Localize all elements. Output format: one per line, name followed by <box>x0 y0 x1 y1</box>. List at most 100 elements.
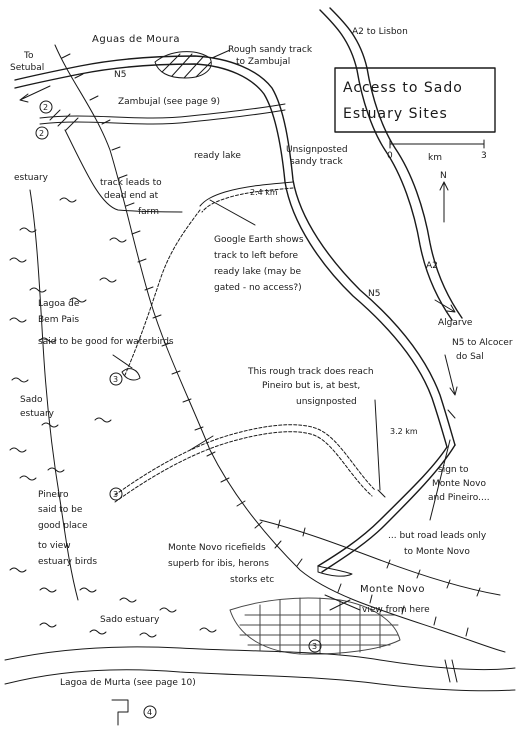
sado-estuary-label-2: estuary <box>20 409 55 419</box>
rough-reach-label-2: Pineiro but is, at best, <box>262 381 360 391</box>
bem-pais-pointer-line <box>112 354 133 369</box>
pineiro-track <box>114 424 376 496</box>
scale-start: 0 <box>387 151 393 161</box>
arrow-alcocer-icon <box>444 354 458 396</box>
unsignposted-label-2: sandy track <box>290 157 344 167</box>
distance-ticks <box>377 409 458 683</box>
ricefields-label-1: Monte Novo ricefields <box>168 543 266 553</box>
unsignposted-track-edge <box>201 187 294 213</box>
scale-unit: km <box>428 153 442 163</box>
site-marker-3c <box>308 639 322 653</box>
ricefields-label-2: superb for ibis, herons <box>168 559 269 569</box>
railway-branch-ticks <box>277 519 481 597</box>
north-arrow-icon <box>439 181 449 223</box>
to-setubal-label-2: Setubal <box>10 63 44 73</box>
scale-end: 3 <box>481 151 487 161</box>
road-only-label-1: ... but road leads only <box>388 531 487 541</box>
pineiro-label-5: estuary birds <box>38 557 97 567</box>
site-marker-2a-label: 2 <box>43 103 48 112</box>
water-marks <box>9 197 217 638</box>
north-label: N <box>440 171 447 181</box>
monte-novo-road <box>321 444 456 573</box>
n5-to-alcocer-label-2: do Sal <box>456 352 484 362</box>
sado-estuary-label-1: Sado <box>20 395 43 405</box>
a2-label: A2 <box>426 261 438 271</box>
murta-lake <box>111 699 129 726</box>
rough-track-label-2: to Zambujal <box>236 57 290 67</box>
sign-label-1: sign to <box>438 465 469 475</box>
railway-line <box>54 44 506 653</box>
sign-label-2: Monte Novo <box>432 479 486 489</box>
a2-to-lisbon-label: A2 to Lisbon <box>352 27 408 37</box>
ricefields-hatch <box>229 597 401 655</box>
lagoa-bem-pais-label-2: Bem Pais <box>38 315 79 325</box>
google-label-4: gated - no access?) <box>214 283 302 293</box>
rough-track-pointer-line <box>211 49 231 59</box>
zambujal-track-edge <box>39 109 286 125</box>
google-label-1: Google Earth shows <box>214 235 304 245</box>
distance-2-4-label: 2.4 km <box>250 188 278 197</box>
estuary-shoreline <box>29 189 79 601</box>
railway-ticks <box>61 53 469 637</box>
arrow-algarve-icon <box>434 299 456 313</box>
zambujal-track <box>39 103 286 119</box>
a2-motorway-edge <box>329 7 463 319</box>
site-marker-3a-label: 3 <box>113 375 118 384</box>
pineiro-track-2 <box>114 431 373 503</box>
pineiro-label-1: Pineiro <box>38 490 69 500</box>
zambujal-label: Zambujal (see page 9) <box>118 97 220 107</box>
rough-reach-label-1: This rough track does reach <box>247 367 374 377</box>
google-label-2: track to left before <box>214 251 299 261</box>
track-dead-end-label-1: track leads to <box>100 178 162 188</box>
title-box <box>334 67 496 133</box>
sign-pointer-line <box>429 439 451 521</box>
google-pointer-line <box>209 199 256 226</box>
n5-top-label: N5 <box>114 70 126 80</box>
rough-reach-label-3: unsignposted <box>296 397 357 407</box>
n5-road-edge <box>14 63 448 448</box>
monte-novo-village <box>317 565 353 577</box>
site-marker-2b <box>35 126 49 140</box>
unsignposted-track <box>199 181 294 207</box>
road-only-label-2: to Monte Novo <box>404 547 470 557</box>
view-pointer-line <box>329 599 351 611</box>
site-marker-3a <box>109 372 123 386</box>
aguas-de-moura-hatch <box>154 51 212 79</box>
track-dead-end-label-2: dead end at <box>104 191 159 201</box>
scale-bar <box>389 139 485 149</box>
bem-pais-track <box>124 209 201 376</box>
ricefields-label-3: storks etc <box>230 575 274 585</box>
google-label-3: ready lake (may be <box>214 267 301 277</box>
site-markers <box>35 100 322 719</box>
bem-pais-lake <box>121 368 141 381</box>
track-pointer-line <box>189 435 214 451</box>
n5-to-alcocer-label-1: N5 to Alcocer <box>452 338 513 348</box>
lower-river-bank <box>4 646 516 671</box>
lower-river-bank-2 <box>4 669 516 692</box>
rough-track-label-1: Rough sandy track <box>228 45 313 55</box>
ready-lake-label: ready lake <box>194 151 241 161</box>
aguas-de-moura-label: Aguas de Moura <box>92 34 180 45</box>
sign-label-3: and Pineiro.... <box>428 493 490 503</box>
lagoa-bem-pais-label-3: said to be good for waterbirds <box>38 337 174 347</box>
title-line-2: Estuary Sites <box>343 106 448 122</box>
distance-3-2-label: 3.2 km <box>390 427 418 436</box>
n5-road <box>14 55 456 446</box>
arrow-icons <box>19 49 458 611</box>
title-line-1: Access to Sado <box>343 80 463 96</box>
n5-mid-label: N5 <box>368 289 380 299</box>
view-from-here-label: view from here <box>362 605 430 615</box>
monte-novo-road-edge <box>317 446 448 567</box>
arrow-setubal-icon <box>19 85 51 103</box>
track-dead-end-label-3: farm <box>138 207 159 217</box>
a2-motorway <box>319 9 453 321</box>
to-setubal-label-1: To <box>23 51 34 61</box>
farm-track <box>64 129 183 213</box>
site-marker-2a <box>39 100 53 114</box>
unsignposted-label-1: Unsignposted <box>286 145 348 155</box>
site-marker-4 <box>143 705 157 719</box>
pineiro-label-2: said to be <box>38 505 83 515</box>
site-marker-3b-label: 3 <box>113 490 118 499</box>
lagoa-de-murta-label: Lagoa de Murta (see page 10) <box>60 678 196 688</box>
